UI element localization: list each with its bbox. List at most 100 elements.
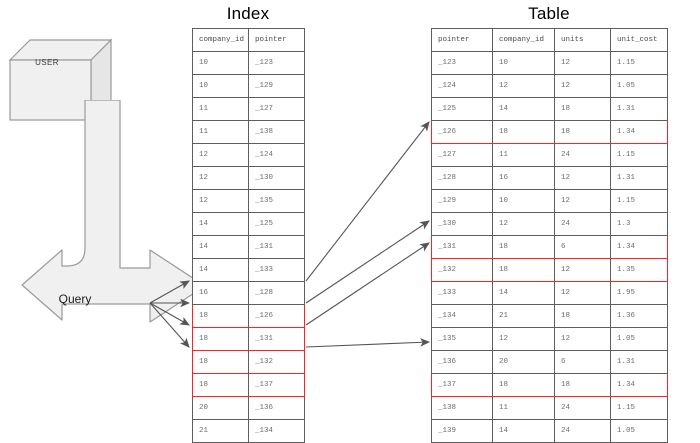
table-cell-units: 6 (554, 350, 611, 374)
index-137-to-table-137 (305, 338, 431, 348)
index-cell-pointer: _130 (248, 166, 305, 190)
table-cell-unit_cost: 1.36 (610, 304, 668, 328)
index-cell-company_id: 14 (192, 258, 249, 282)
user-label: USER (35, 58, 59, 67)
index-row: 10_129 (192, 74, 305, 98)
table-cell-unit_cost: 1.31 (610, 350, 668, 374)
index-row: 21_134 (192, 419, 305, 443)
table-cell-company_id: 10 (492, 51, 555, 75)
table-cell-company_id: 11 (492, 143, 555, 167)
index-cell-pointer: _134 (248, 419, 305, 443)
index-row: 14_133 (192, 258, 305, 282)
index-row: 18_126 (192, 304, 305, 328)
index-cell-company_id: 12 (192, 166, 249, 190)
table-cell-pointer: _136 (431, 350, 493, 374)
index-cell-pointer: _129 (248, 74, 305, 98)
table-cell-units: 18 (554, 373, 611, 397)
index-cell-company_id: 10 (192, 51, 249, 75)
table-cell-unit_cost: 1.15 (610, 189, 668, 213)
table-cell-pointer: _125 (431, 97, 493, 121)
table-cell-unit_cost: 1.15 (610, 396, 668, 420)
index-cell-pointer: _131 (248, 327, 305, 351)
index-cell-company_id: 14 (192, 235, 249, 259)
table-cell-units: 24 (554, 396, 611, 420)
index-cell-pointer: _123 (248, 51, 305, 75)
index-cell-pointer: _137 (248, 373, 305, 397)
table-cell-units: 12 (554, 281, 611, 305)
index-header-company_id: company_id (192, 28, 249, 52)
index-cell-pointer: _132 (248, 350, 305, 374)
table-cell-pointer: _133 (431, 281, 493, 305)
index-126-to-table-126 (305, 121, 430, 282)
table-cell-pointer: _126 (431, 120, 493, 144)
index-cell-company_id: 10 (192, 74, 249, 98)
table-cell-pointer: _129 (431, 189, 493, 213)
index-row: 20_136 (192, 396, 305, 420)
table-cell-units: 12 (554, 74, 611, 98)
index-row: 11_138 (192, 120, 305, 144)
index-cell-company_id: 18 (192, 350, 249, 374)
index-header-pointer: pointer (248, 28, 305, 52)
index-row: 16_128 (192, 281, 305, 305)
table-cell-company_id: 21 (492, 304, 555, 328)
index-cell-company_id: 11 (192, 120, 249, 144)
index-132-to-table-132 (305, 242, 430, 326)
table-cell-pointer: _134 (431, 304, 493, 328)
table-cell-units: 24 (554, 419, 611, 443)
table-header-pointer: pointer (431, 28, 493, 52)
table-cell-units: 18 (554, 97, 611, 121)
table-cell-company_id: 16 (492, 166, 555, 190)
table-cell-unit_cost: 1.15 (610, 143, 668, 167)
table-cell-units: 24 (554, 212, 611, 236)
table-cell-unit_cost: 1.05 (610, 419, 668, 443)
index-cell-company_id: 18 (192, 304, 249, 328)
table-cell-units: 12 (554, 258, 611, 282)
index-cell-company_id: 20 (192, 396, 249, 420)
table-cell-units: 12 (554, 51, 611, 75)
index-131-to-table-131 (305, 220, 430, 304)
table-cell-pointer: _123 (431, 51, 493, 75)
table-cell-company_id: 12 (492, 74, 555, 98)
table-cell-company_id: 10 (492, 189, 555, 213)
table-cell-company_id: 18 (492, 235, 555, 259)
table-cell-company_id: 12 (492, 327, 555, 351)
index-cell-pointer: _136 (248, 396, 305, 420)
index-cell-pointer: _124 (248, 143, 305, 167)
table-title: Table (528, 4, 570, 23)
table-cell-company_id: 18 (492, 120, 555, 144)
table-cell-units: 6 (554, 235, 611, 259)
table-cell-unit_cost: 1.34 (610, 235, 668, 259)
table-cell-unit_cost: 1.34 (610, 120, 668, 144)
table-cell-units: 18 (554, 120, 611, 144)
index-cell-pointer: _131 (248, 235, 305, 259)
table-cell-units: 18 (554, 304, 611, 328)
table-cell-pointer: _135 (431, 327, 493, 351)
table-cell-company_id: 20 (492, 350, 555, 374)
index-cell-company_id: 12 (192, 143, 249, 167)
index-row: 14_131 (192, 235, 305, 259)
index-row: 12_135 (192, 189, 305, 213)
index-row: 11_127 (192, 97, 305, 121)
table-cell-company_id: 14 (492, 97, 555, 121)
index-row: 18_137 (192, 373, 305, 397)
table-cell-unit_cost: 1.35 (610, 258, 668, 282)
table-cell-company_id: 14 (492, 281, 555, 305)
table-cell-unit_cost: 1.05 (610, 74, 668, 98)
table-cell-units: 12 (554, 327, 611, 351)
index-row: 18_131 (192, 327, 305, 351)
table-cell-unit_cost: 1.31 (610, 166, 668, 190)
table-cell-company_id: 12 (492, 212, 555, 236)
table-header-company_id: company_id (492, 28, 555, 52)
